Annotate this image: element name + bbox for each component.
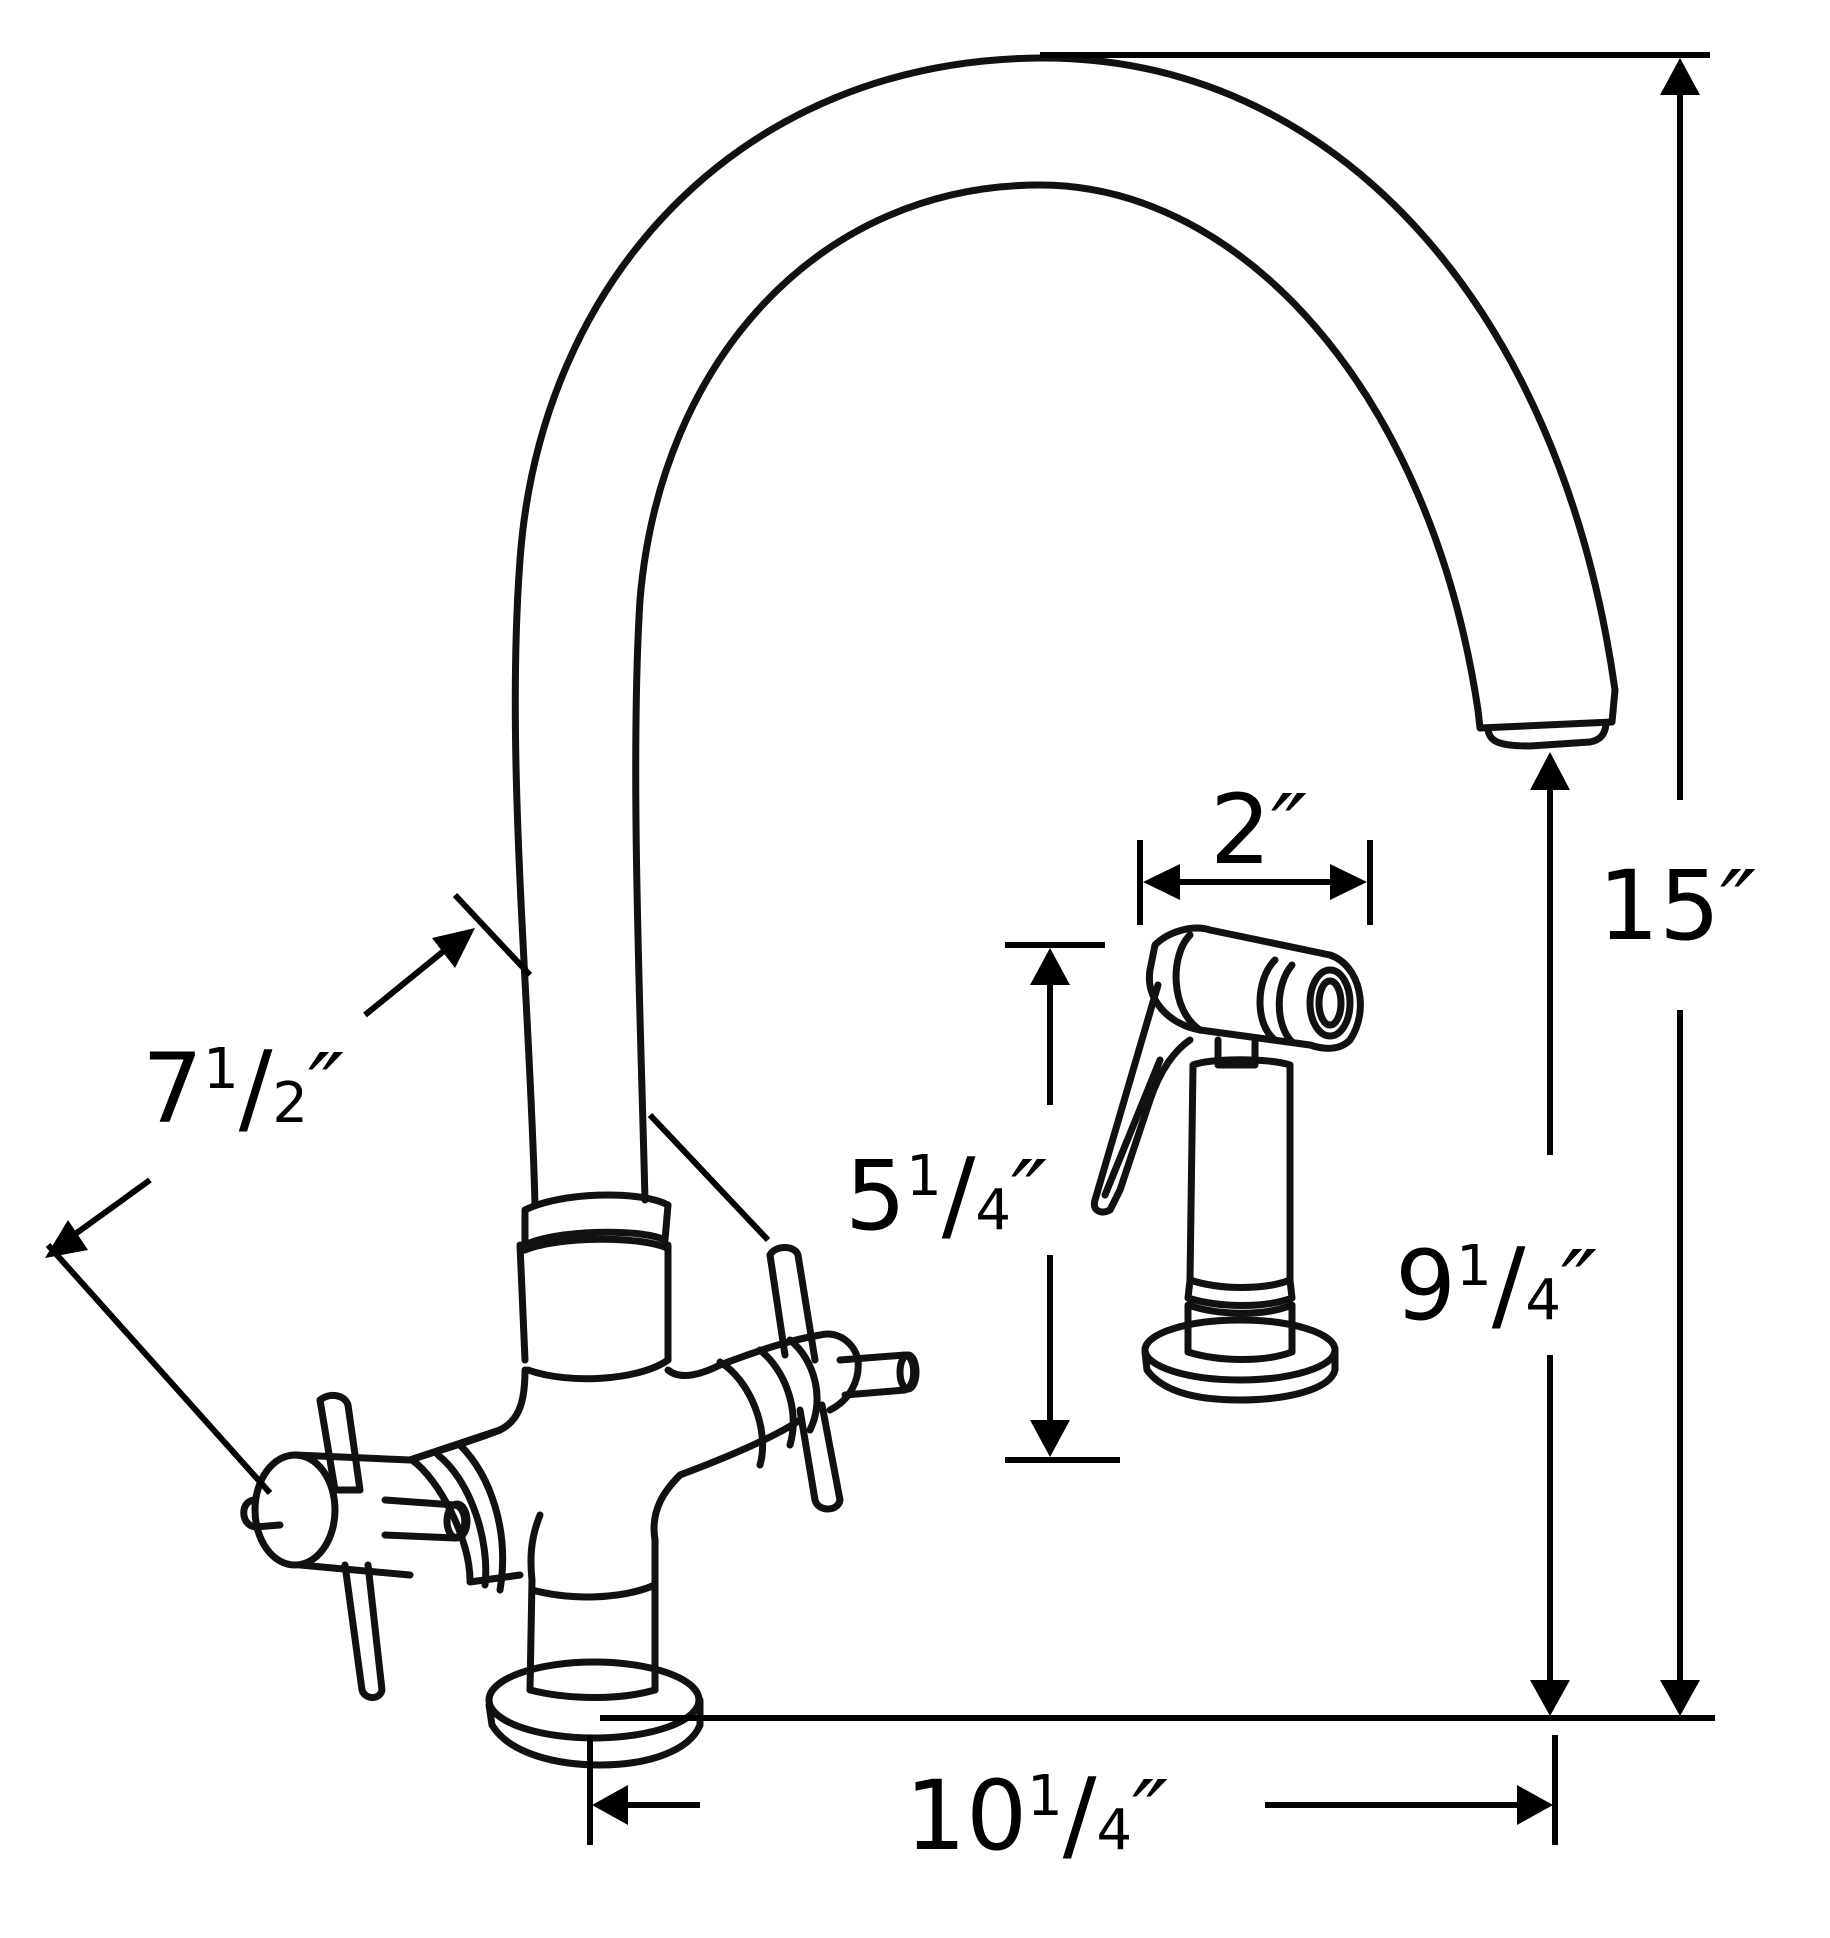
label-numerator: 1: [203, 1037, 239, 1102]
label-whole: 2: [1210, 774, 1272, 886]
label-spout-reach: 101/4″: [905, 1765, 1168, 1865]
sprayer-width-dimension: [1137, 840, 1373, 925]
inch-mark: ″: [1011, 1140, 1047, 1252]
faucet-body: [406, 1191, 724, 1701]
fraction-slash: /: [941, 1136, 976, 1253]
gooseneck-spout: [511, 54, 1619, 1209]
inch-mark: ″: [1132, 1760, 1168, 1872]
label-denominator: 2: [272, 1071, 309, 1136]
label-denominator: 4: [975, 1178, 1012, 1243]
right-cross-handle: [676, 1244, 920, 1513]
overall-height-dimension: [1660, 58, 1700, 1716]
label-whole: 7: [142, 1033, 204, 1145]
label-numerator: 1: [1456, 1234, 1492, 1299]
label-overall-height: 15″: [1598, 858, 1756, 954]
fraction-slash: /: [1491, 1226, 1526, 1343]
inch-mark: ″: [1271, 774, 1307, 886]
label-sprayer-width: 2″: [1210, 782, 1307, 878]
inch-mark: ″: [1561, 1230, 1597, 1342]
inch-mark: ″: [308, 1033, 344, 1145]
aerator: [1484, 720, 1610, 750]
label-handle-spread: 71/2″: [142, 1038, 344, 1138]
label-numerator: 1: [906, 1144, 942, 1209]
label-denominator: 4: [1525, 1268, 1562, 1333]
inch-mark: ″: [1720, 850, 1757, 962]
fraction-slash: /: [1062, 1756, 1097, 1873]
label-spout-clearance: 91/4″: [1395, 1235, 1597, 1335]
label-sprayer-height: 51/4″: [845, 1145, 1047, 1245]
left-cross-handle: [240, 1391, 524, 1701]
label-numerator: 1: [1027, 1764, 1063, 1829]
label-whole: 5: [845, 1140, 907, 1252]
base-flange: [485, 1658, 704, 1769]
label-whole: 9: [1395, 1230, 1457, 1342]
spout-clearance-dimension: [1530, 752, 1570, 1716]
label-denominator: 4: [1096, 1798, 1133, 1863]
side-sprayer: [1090, 924, 1364, 1404]
fraction-slash: /: [238, 1029, 273, 1146]
label-whole: 15: [1598, 850, 1721, 962]
sprayer-height-dimension: [1005, 942, 1120, 1463]
label-whole: 10: [905, 1760, 1028, 1872]
handle-spread-dimension: [45, 892, 771, 1496]
spout-reach-dimension: [587, 1735, 1558, 1845]
